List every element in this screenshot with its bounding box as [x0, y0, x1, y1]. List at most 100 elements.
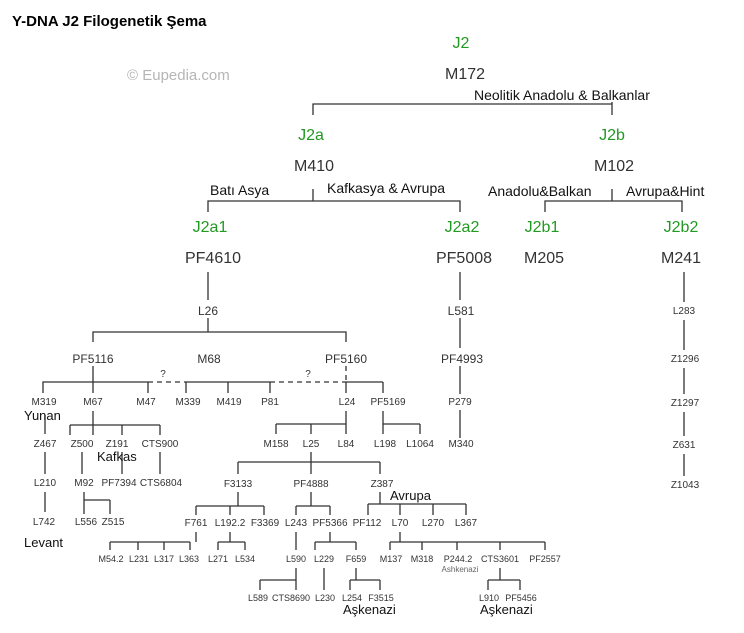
snp-m241: M241 [660, 250, 702, 267]
uncertain-mark: ? [305, 369, 311, 380]
connector [275, 411, 347, 434]
haplogroup-j2a2: J2a2 [444, 219, 480, 236]
snp-l210: L210 [33, 478, 57, 489]
snp-z467: Z467 [33, 439, 57, 450]
connector [367, 492, 467, 515]
snp-pf5169: PF5169 [370, 397, 406, 408]
snp-f3515: F3515 [368, 593, 394, 603]
snp-m319: M319 [31, 397, 57, 408]
snp-p81: P81 [261, 397, 279, 408]
region-neolitik: Neolitik Anadolu & Balkanlar [472, 87, 652, 103]
connector [217, 532, 246, 550]
watermark: © Eupedia.com [127, 67, 230, 84]
snp-l1064: L1064 [406, 439, 434, 450]
region-avrupa-hint: Avrupa&Hint [624, 183, 707, 199]
region-ashkenazi-small: Ashkenazi [441, 565, 479, 574]
region-anadolu-balkan: Anadolu&Balkan [486, 183, 594, 199]
snp-pf5366: PF5366 [312, 518, 348, 529]
haplogroup-j2: J2 [452, 35, 470, 52]
snp-l230: L230 [314, 593, 336, 603]
connector [270, 366, 347, 383]
connector [314, 532, 357, 550]
snp-cts900: CTS900 [141, 439, 179, 450]
snp-pf4610: PF4610 [184, 250, 242, 267]
snp-z500: Z500 [70, 439, 94, 450]
snp-m410: M410 [293, 158, 335, 175]
snp-pf5160: PF5160 [324, 352, 368, 366]
snp-m68: M68 [197, 352, 221, 366]
snp-l84: L84 [337, 439, 355, 450]
snp-z191: Z191 [105, 439, 129, 450]
snp-l283: L283 [672, 306, 696, 317]
connector [237, 452, 381, 474]
snp-z631: Z631 [672, 440, 696, 451]
snp-pf5008: PF5008 [435, 250, 493, 267]
snp-l270: L270 [421, 518, 445, 529]
snp-m137: M137 [379, 554, 403, 564]
diagram-title: Y-DNA J2 Filogenetik Şema [12, 13, 207, 30]
region-kafkasya-avrupa: Kafkasya & Avrupa [325, 180, 448, 196]
snp-l229: L229 [313, 554, 335, 564]
region-avrupa: Avrupa [390, 488, 431, 503]
snp-pf7394: PF7394 [101, 478, 137, 489]
region-yunan: Yunan [24, 408, 61, 423]
snp-z515: Z515 [101, 517, 125, 528]
connector [207, 189, 461, 212]
snp-l590: L590 [285, 554, 307, 564]
snp-l192-2: L192.2 [214, 518, 246, 529]
snp-l367: L367 [454, 518, 478, 529]
snp-l25: L25 [302, 439, 320, 450]
snp-f659: F659 [345, 554, 367, 564]
snp-l363: L363 [178, 554, 200, 564]
snp-pf5116: PF5116 [72, 352, 114, 366]
region-askenazi-1: Aşkenazi [343, 602, 396, 617]
snp-l910: L910 [478, 593, 500, 603]
snp-l589: L589 [247, 593, 269, 603]
snp-l317: L317 [153, 554, 175, 564]
region-levant: Levant [24, 535, 64, 550]
snp-m419: M419 [216, 397, 242, 408]
connector [345, 381, 384, 393]
snp-pf2557: PF2557 [529, 554, 561, 564]
haplogroup-j2b2: J2b2 [663, 219, 699, 236]
snp-l198: L198 [373, 439, 397, 450]
connector [83, 492, 111, 514]
snp-l581: L581 [447, 304, 475, 318]
haplogroup-j2b: J2b [599, 127, 625, 144]
snp-l534: L534 [234, 554, 256, 564]
connector [69, 411, 161, 435]
region-askenazi-2: Aşkenazi [480, 602, 533, 617]
connector [382, 411, 421, 434]
snp-m67: M67 [83, 397, 103, 408]
connector [42, 366, 149, 393]
snp-m205: M205 [523, 250, 565, 267]
connector [349, 568, 381, 590]
snp-m339: M339 [175, 397, 201, 408]
uncertain-mark: ? [160, 369, 166, 380]
snp-cts3601: CTS3601 [480, 554, 520, 564]
connector [185, 381, 271, 393]
snp-f3369: F3369 [250, 518, 280, 529]
snp-z1296: Z1296 [670, 354, 700, 365]
connector [295, 492, 331, 515]
snp-m340: M340 [448, 439, 474, 450]
snp-l254: L254 [341, 593, 363, 603]
snp-p279: P279 [448, 397, 472, 408]
snp-z1297: Z1297 [670, 398, 700, 409]
snp-cts8690: CTS8690 [271, 593, 311, 603]
haplogroup-j2a: J2a [298, 127, 324, 144]
snp-pf5456: PF5456 [505, 593, 537, 603]
connector [81, 452, 161, 474]
snp-pf4888: PF4888 [293, 479, 329, 490]
snp-m318: M318 [410, 554, 434, 564]
snp-l26: L26 [197, 304, 219, 318]
connector [389, 532, 546, 550]
snp-z387: Z387 [370, 479, 394, 490]
snp-cts6804: CTS6804 [139, 478, 183, 489]
snp-l231: L231 [128, 554, 150, 564]
snp-m172: M172 [444, 66, 486, 83]
haplogroup-j2a1: J2a1 [192, 219, 228, 236]
region-kafkas: Kafkas [97, 449, 137, 464]
